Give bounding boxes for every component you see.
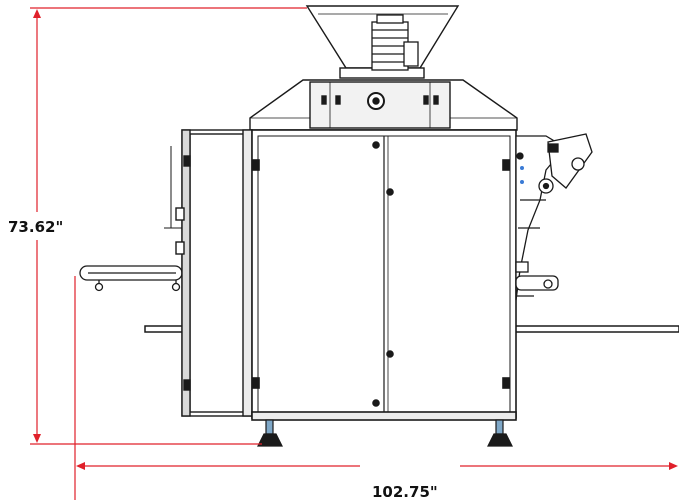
height-dimension-label: 73.62" [8,218,63,236]
left-infeed-conveyor [79,265,183,292]
main-cabinet [251,129,517,421]
height-dimension-line [30,7,307,445]
leveling-feet [257,419,513,447]
left-side-panel [164,129,253,417]
width-dimension-label: 102.75" [372,483,438,501]
top-housing [249,79,518,131]
width-dimension-line [74,276,678,500]
drive-motor [371,14,419,71]
right-side-mechanism [515,133,593,301]
